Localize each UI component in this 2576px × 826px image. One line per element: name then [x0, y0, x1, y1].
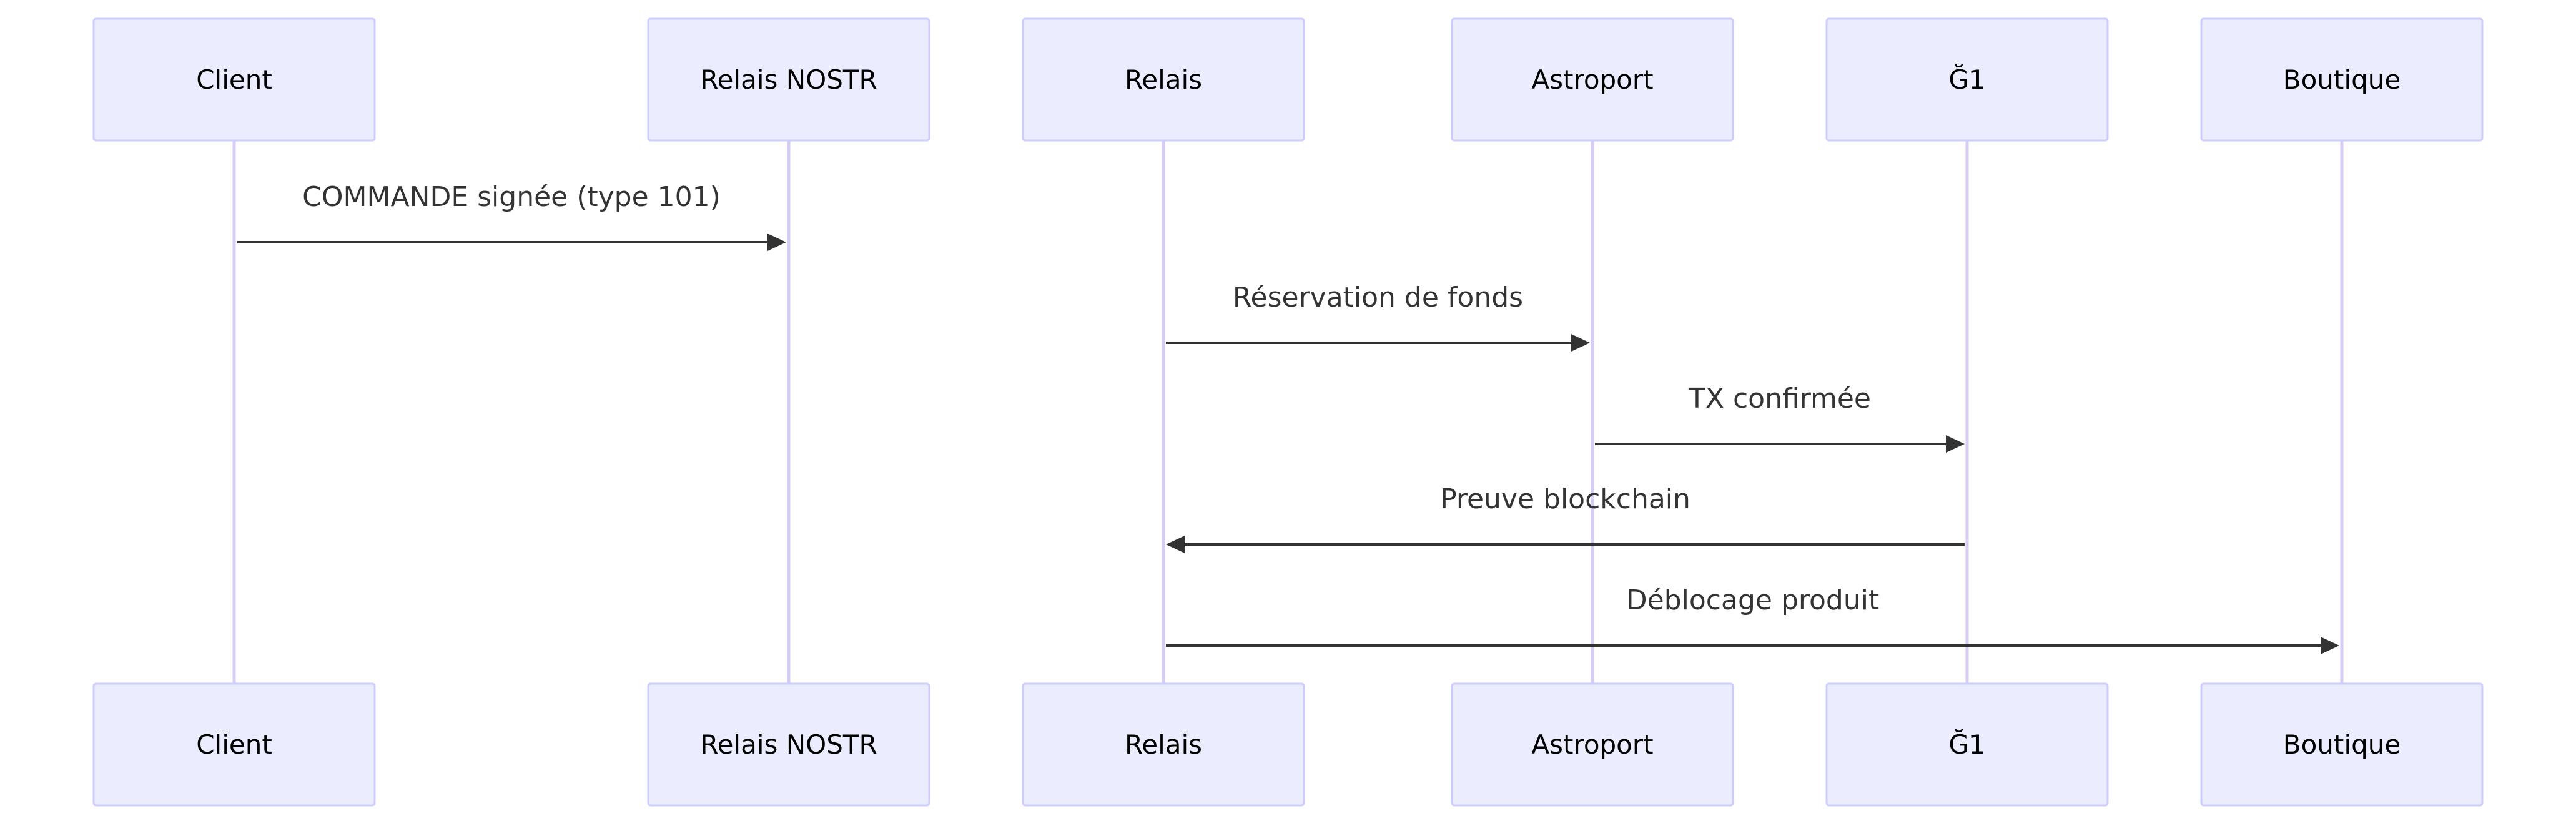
- message-1: COMMANDE signée (type 101): [237, 181, 786, 251]
- actor-label: Ğ1: [1948, 729, 1985, 760]
- messages: COMMANDE signée (type 101) Réservation de…: [237, 181, 2339, 654]
- arrowhead: [2321, 637, 2339, 654]
- actor-label: Relais NOSTR: [700, 64, 877, 95]
- actor-box: [1825, 682, 2109, 807]
- arrowhead: [767, 234, 786, 251]
- actor-label: Client: [196, 64, 272, 95]
- actor-box: [92, 682, 376, 807]
- actor-label: Relais: [1125, 729, 1202, 760]
- actor-box: [1825, 17, 2109, 142]
- actor-box: [1022, 682, 1305, 807]
- actor-box: [1022, 17, 1305, 142]
- message-4: Preuve blockchain: [1166, 483, 1965, 553]
- message-label: TX confirmée: [1688, 383, 1871, 415]
- actor-client-bottom: Client: [92, 682, 376, 807]
- arrowhead: [1166, 536, 1185, 553]
- actor-box: [1451, 17, 1734, 142]
- actor-box: [2200, 17, 2484, 142]
- message-label: COMMANDE signée (type 101): [302, 181, 721, 213]
- actor-g1-top: Ğ1: [1825, 17, 2109, 142]
- actor-label: Relais: [1125, 64, 1202, 95]
- actor-label: Relais NOSTR: [700, 729, 877, 760]
- actor-box: [1451, 682, 1734, 807]
- lifelines: [232, 140, 2344, 684]
- actor-nostr-bottom: Relais NOSTR: [647, 682, 930, 807]
- actor-box: [92, 17, 376, 142]
- actor-label: Astroport: [1531, 729, 1653, 760]
- message-5: Déblocage produit: [1166, 584, 2339, 654]
- actor-relais-bottom: Relais: [1022, 682, 1305, 807]
- arrowhead: [1946, 435, 1965, 453]
- message-label: Déblocage produit: [1626, 584, 1879, 616]
- actor-astroport-bottom: Astroport: [1451, 682, 1734, 807]
- actor-box: [647, 17, 930, 142]
- message-label: Preuve blockchain: [1440, 483, 1690, 515]
- actor-label: Boutique: [2283, 64, 2401, 95]
- actor-client-top: Client: [92, 17, 376, 142]
- actor-label: Client: [196, 729, 272, 760]
- message-label: Réservation de fonds: [1233, 282, 1523, 313]
- actor-label: Ğ1: [1948, 64, 1985, 95]
- actor-boutique-top: Boutique: [2200, 17, 2484, 142]
- actor-boutique-bottom: Boutique: [2200, 682, 2484, 807]
- arrowhead: [1571, 334, 1590, 352]
- actor-label: Boutique: [2283, 729, 2401, 760]
- actor-nostr-top: Relais NOSTR: [647, 17, 930, 142]
- actor-box: [647, 682, 930, 807]
- actor-g1-bottom: Ğ1: [1825, 682, 2109, 807]
- actor-relais-top: Relais: [1022, 17, 1305, 142]
- actor-label: Astroport: [1531, 64, 1653, 95]
- actor-astroport-top: Astroport: [1451, 17, 1734, 142]
- message-2: Réservation de fonds: [1166, 282, 1590, 352]
- actor-box: [2200, 682, 2484, 807]
- message-3: TX confirmée: [1595, 383, 1965, 453]
